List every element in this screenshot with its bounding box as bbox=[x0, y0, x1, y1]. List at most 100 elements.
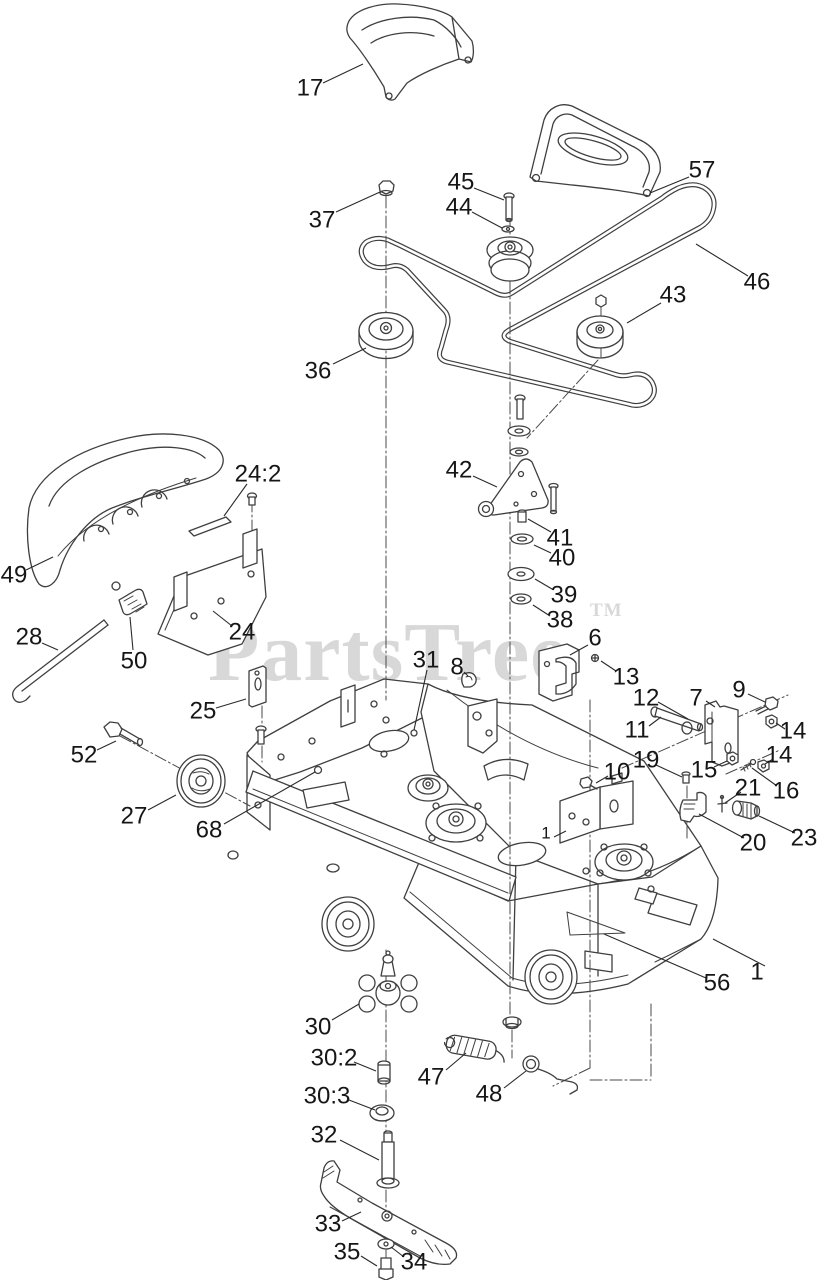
part-number-label: 9 bbox=[732, 677, 745, 704]
pin-21 bbox=[717, 794, 728, 813]
leader-line bbox=[532, 604, 551, 617]
leader-line bbox=[657, 701, 689, 720]
leader-line bbox=[758, 815, 796, 834]
flange-nut-under-deck bbox=[502, 1016, 522, 1030]
leader-line bbox=[353, 1061, 377, 1072]
leader-line bbox=[223, 483, 248, 517]
part-number-label: 47 bbox=[418, 1064, 445, 1091]
part-number-label: 27 bbox=[121, 803, 148, 830]
part-number-label: 1 bbox=[541, 824, 550, 843]
leader-line bbox=[215, 698, 247, 709]
leader-line bbox=[533, 544, 552, 554]
caster-wheel-right bbox=[524, 949, 578, 1005]
callout-24-17: 24 bbox=[212, 610, 256, 646]
washer-40 bbox=[510, 533, 534, 545]
leader-line bbox=[25, 556, 54, 571]
leader-line bbox=[348, 1099, 376, 1111]
leader-line bbox=[527, 518, 552, 533]
rod-28 bbox=[12, 619, 109, 703]
leader-line bbox=[712, 938, 766, 967]
callout-52-36: 52 bbox=[71, 740, 117, 769]
callout-39-11: 39 bbox=[534, 578, 577, 609]
callout-15-28: 15 bbox=[691, 757, 728, 784]
part-number-label: 35 bbox=[334, 1239, 361, 1266]
gauge-wheel-27 bbox=[176, 754, 226, 808]
belt-cover-17 bbox=[346, 3, 475, 101]
bolt-68-target bbox=[313, 765, 323, 775]
part-number-label: 36 bbox=[305, 358, 332, 385]
part-number-label: 68 bbox=[196, 817, 223, 844]
leader-line bbox=[96, 740, 117, 751]
pulley-36 bbox=[358, 311, 414, 360]
callout-32-45: 32 bbox=[311, 1122, 380, 1161]
spacer-tube-32 bbox=[376, 1130, 400, 1189]
line-art bbox=[12, 3, 789, 1280]
bolt-45 bbox=[503, 192, 515, 223]
leader-line bbox=[335, 191, 381, 213]
part-number-label: 30 bbox=[305, 1014, 332, 1041]
leader-line bbox=[413, 669, 428, 731]
part-number-label: 19 bbox=[633, 747, 660, 774]
callout-44-4: 44 bbox=[446, 194, 503, 229]
part-number-label: 14 bbox=[780, 718, 807, 745]
callout-23-35: 23 bbox=[758, 815, 817, 852]
callout-9-25: 9 bbox=[732, 677, 766, 704]
callout-19-32: 19 bbox=[633, 747, 683, 778]
leader-line bbox=[390, 1246, 405, 1258]
callout-10-31: 10 bbox=[595, 759, 630, 786]
screw-16 bbox=[740, 758, 757, 772]
callout-47-49: 47 bbox=[418, 1052, 467, 1091]
part-number-label: 17 bbox=[297, 75, 324, 102]
part-number-label: 15 bbox=[691, 757, 718, 784]
part-number-label: 21 bbox=[735, 775, 762, 802]
belt-46 bbox=[358, 182, 717, 408]
part-number-label: 14 bbox=[766, 742, 793, 769]
strip-24-2 bbox=[188, 492, 258, 537]
spring-47 bbox=[443, 1034, 505, 1063]
part-number-label: 6 bbox=[588, 625, 601, 652]
leader-line bbox=[649, 176, 690, 194]
part-number-label: 56 bbox=[704, 970, 731, 997]
callout-49-14: 49 bbox=[1, 556, 54, 589]
part-number-label: 25 bbox=[190, 698, 217, 725]
callout-25-18: 25 bbox=[190, 698, 247, 725]
washer-44 bbox=[501, 225, 515, 233]
callout-30-3-44: 30:3 bbox=[304, 1083, 376, 1111]
deflector-49 bbox=[26, 433, 224, 588]
callout-27-37: 27 bbox=[121, 794, 177, 830]
part-number-label: 24 bbox=[229, 619, 256, 646]
part-number-label: 12 bbox=[633, 685, 660, 712]
screw-13 bbox=[590, 653, 600, 663]
callout-7-26: 7 bbox=[689, 685, 716, 712]
bolt-beside-42 bbox=[548, 482, 559, 515]
leader-line bbox=[332, 347, 367, 365]
nozzle-23 bbox=[731, 800, 761, 820]
idler-arm-42 bbox=[477, 458, 549, 518]
spring-50 bbox=[111, 581, 148, 616]
leader-line bbox=[322, 63, 364, 84]
clip-8 bbox=[461, 672, 477, 688]
leader-line bbox=[603, 933, 707, 979]
leader-line bbox=[655, 764, 683, 778]
bolt-9 bbox=[755, 696, 779, 715]
callout-13-20: 13 bbox=[600, 660, 639, 691]
bracket-10 bbox=[559, 772, 634, 844]
callout-14-27: 14 bbox=[775, 718, 807, 745]
leader-line bbox=[445, 1052, 467, 1071]
leader-line bbox=[595, 775, 609, 784]
callout-16-30: 16 bbox=[751, 767, 799, 805]
part-number-label: 30:2 bbox=[311, 1045, 358, 1072]
leader-line bbox=[212, 610, 233, 627]
part-number-label: 50 bbox=[121, 648, 148, 675]
callout-48-50: 48 bbox=[476, 1070, 527, 1108]
link-48 bbox=[522, 1055, 579, 1095]
part-number-label: 43 bbox=[660, 282, 687, 309]
part-number-label: 20 bbox=[740, 830, 767, 857]
watermark-tm: TM bbox=[590, 600, 623, 621]
part-number-label: 45 bbox=[448, 169, 475, 196]
leader-line bbox=[695, 243, 749, 277]
blade-33 bbox=[319, 1160, 458, 1266]
deck-bracket bbox=[467, 698, 498, 754]
part-number-label: 37 bbox=[309, 207, 336, 234]
leader-line bbox=[129, 616, 134, 651]
